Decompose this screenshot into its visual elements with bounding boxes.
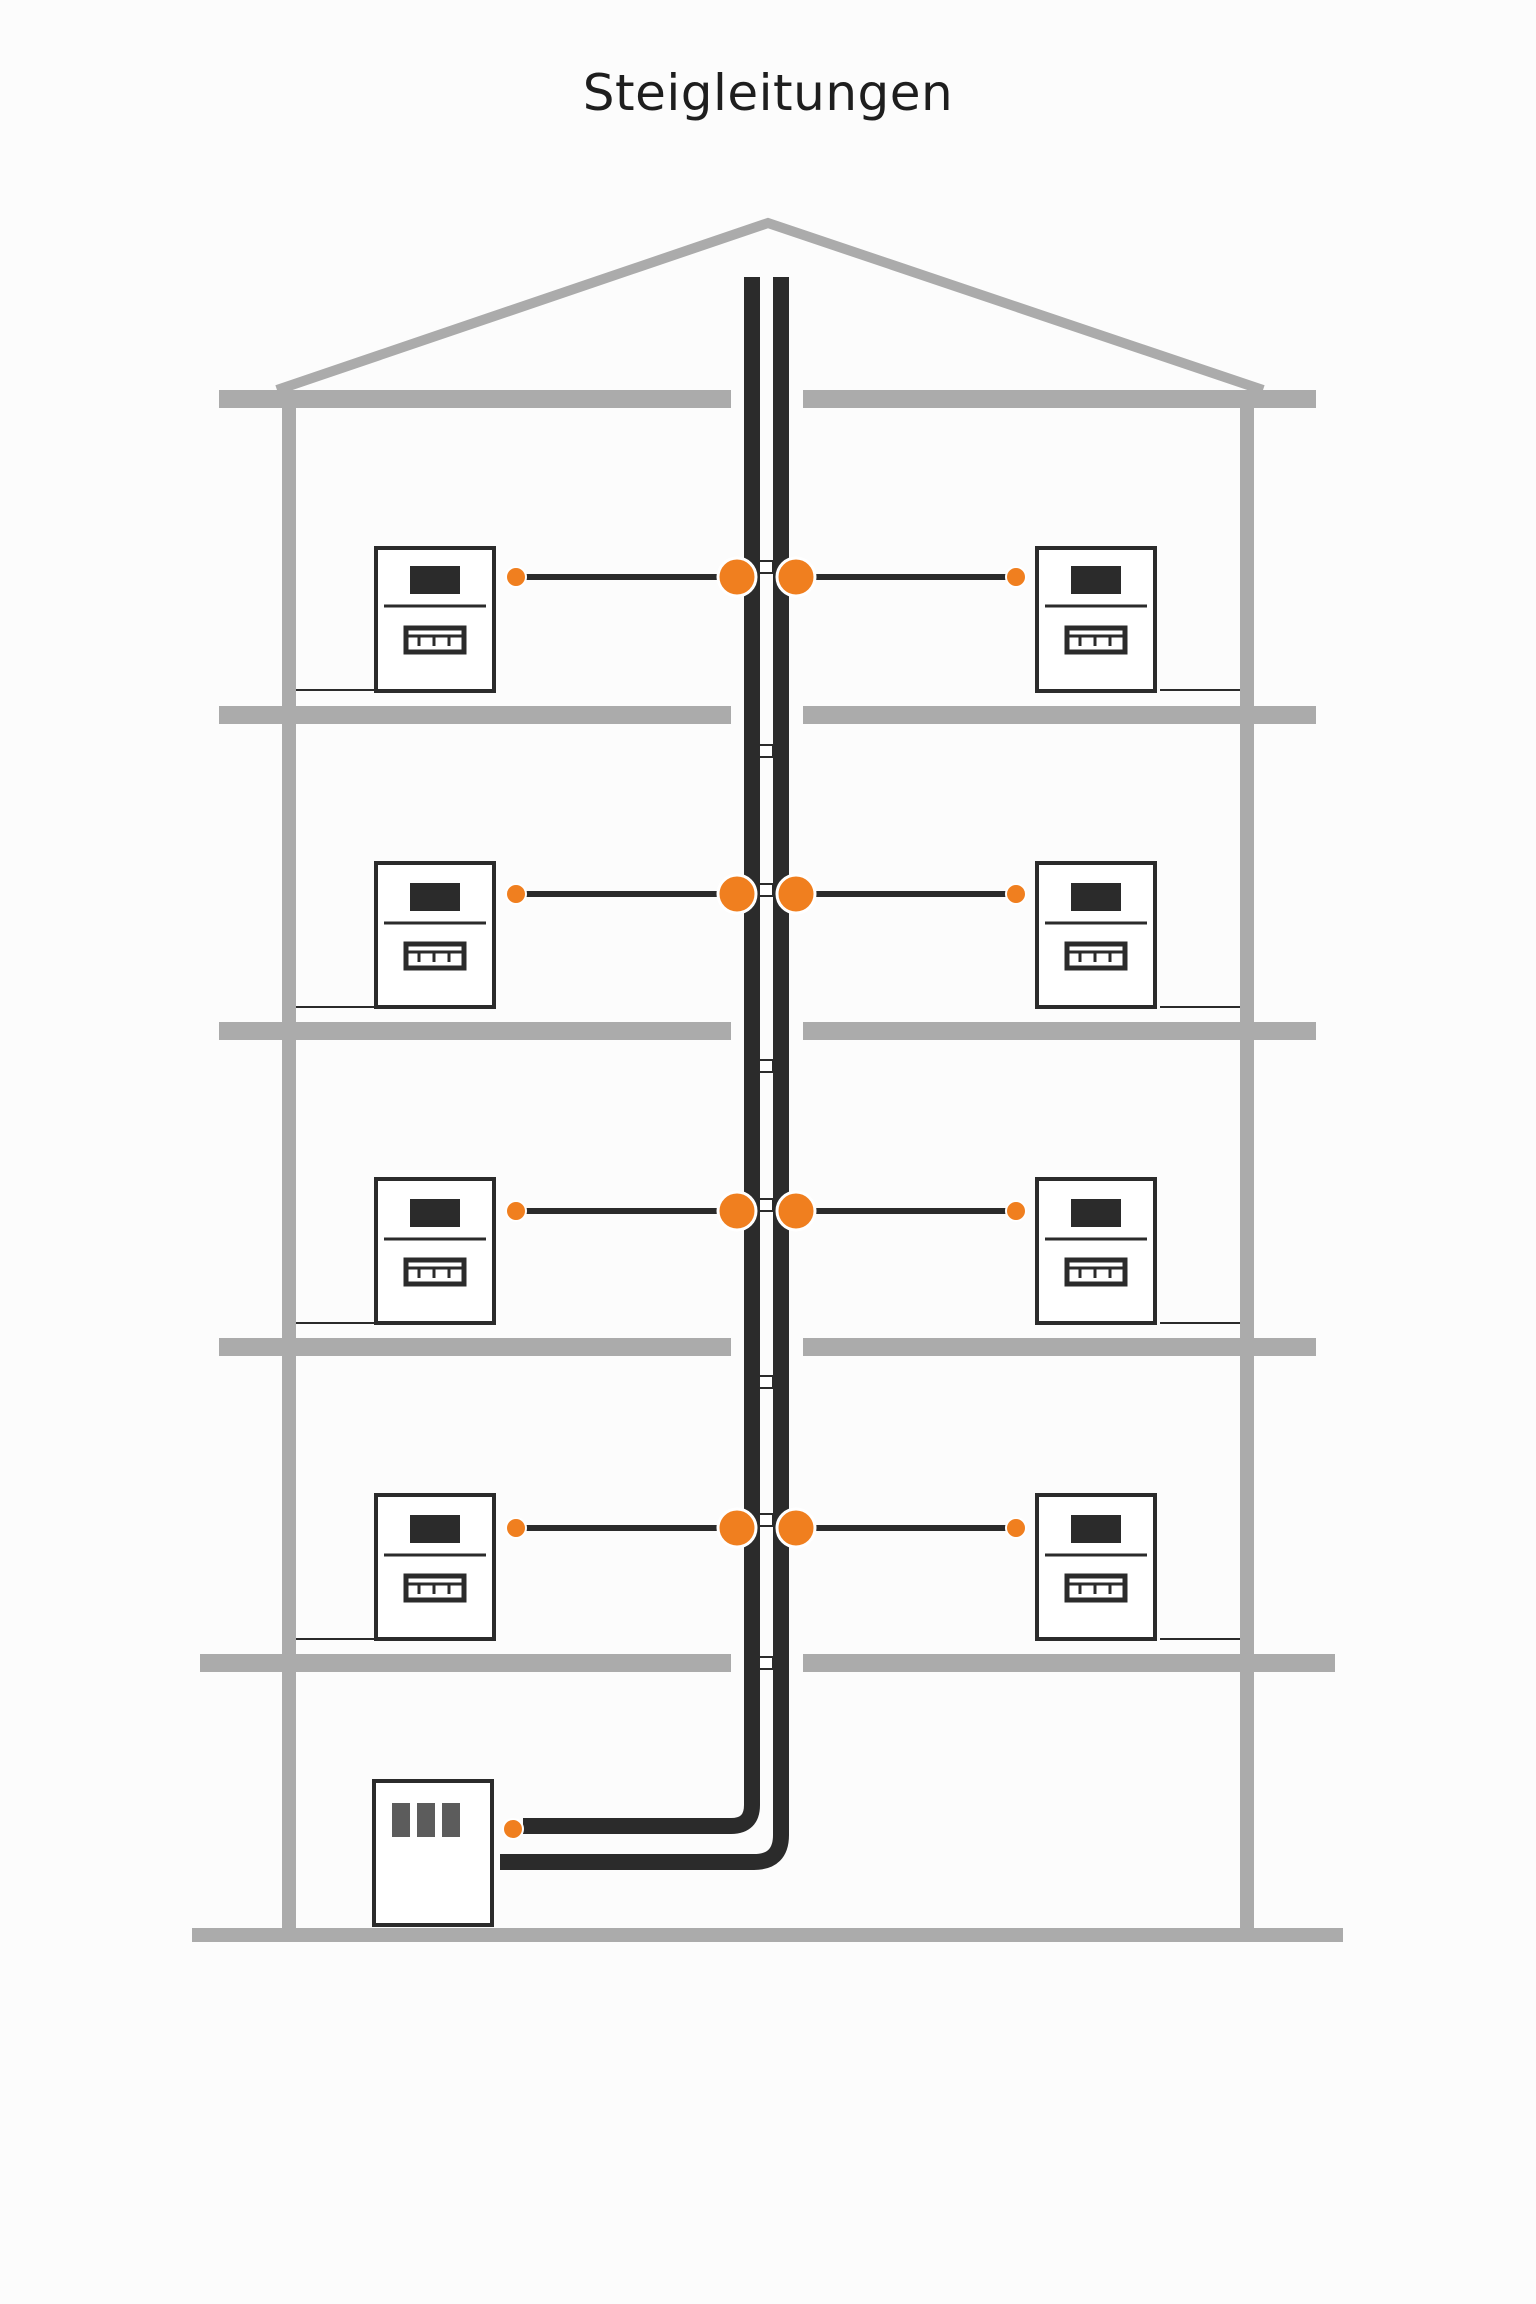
riser-junction-dot	[775, 1190, 817, 1232]
main-fuse	[417, 1803, 435, 1837]
roof	[275, 217, 1265, 395]
clamp	[758, 744, 774, 758]
riser-junction-dot	[716, 556, 758, 598]
fuse-rail	[403, 1573, 467, 1603]
main-fuse	[442, 1803, 460, 1837]
apartment-meter-left	[374, 1177, 496, 1325]
fuse-rail	[1064, 1257, 1128, 1287]
main-distribution-box	[372, 1779, 524, 1927]
left-wall	[282, 400, 296, 1935]
meter-display	[410, 1515, 460, 1543]
meter-connector-dot	[505, 566, 527, 588]
riser-junction-dot	[775, 873, 817, 915]
meter-display	[1071, 1199, 1121, 1227]
clamp	[758, 1198, 774, 1212]
riser-cable-right	[500, 277, 789, 1870]
slab-2-right	[803, 1022, 1316, 1040]
riser-junction-dot	[716, 1190, 758, 1232]
right-wall	[1240, 400, 1254, 1935]
slab-0-left	[200, 1654, 731, 1672]
clamp	[758, 1513, 774, 1527]
meter-display	[410, 1199, 460, 1227]
cable-clamps	[758, 560, 774, 1670]
meter-connector-dot	[505, 883, 527, 905]
clamp	[758, 1656, 774, 1670]
meter-connector-dot	[1005, 1517, 1027, 1539]
riser-junction-dot	[775, 1507, 817, 1549]
slab-1-left	[219, 1338, 731, 1356]
meter-display	[1071, 883, 1121, 911]
fuse-rail	[1064, 625, 1128, 655]
main-fuse	[392, 1803, 410, 1837]
meter-connector-dot	[1005, 883, 1027, 905]
slab-1-right	[803, 1338, 1316, 1356]
slab-3-left	[219, 706, 731, 724]
main-connector-dot	[502, 1818, 524, 1840]
meter-connector-dot	[505, 1200, 527, 1222]
meter-connector-dot	[505, 1517, 527, 1539]
apartment-meter-right	[1035, 546, 1157, 693]
clamp	[758, 1375, 774, 1389]
clamp	[758, 560, 774, 574]
apartment-meter-right	[1035, 861, 1157, 1009]
meter-display	[410, 566, 460, 594]
roof-slab-left	[219, 390, 731, 408]
slab-0-right	[803, 1654, 1335, 1672]
diagram-title: Steigleitungen	[582, 64, 954, 122]
riser-junction-dot	[716, 1507, 758, 1549]
riser-junction-dot	[775, 556, 817, 598]
apartment-meter-right	[1035, 1177, 1157, 1325]
meter-display	[410, 883, 460, 911]
riser-cables	[500, 277, 789, 1870]
floor-3	[296, 861, 1240, 1009]
apartment-meter-left	[374, 861, 496, 1009]
apartment-meter-left	[374, 1493, 496, 1641]
roof-slab-right	[803, 390, 1316, 408]
floor-slabs	[192, 390, 1343, 1942]
ground-slab	[192, 1928, 1343, 1942]
meter-display	[1071, 566, 1121, 594]
riser-cable-left	[523, 277, 760, 1834]
slab-3-right	[803, 706, 1316, 724]
meter-connector-dot	[1005, 566, 1027, 588]
clamp	[758, 883, 774, 897]
meter-display	[1071, 1515, 1121, 1543]
slab-2-left	[219, 1022, 731, 1040]
apartment-meter-right	[1035, 1493, 1157, 1641]
meter-connector-dot	[1005, 1200, 1027, 1222]
riser-junction-dot	[716, 873, 758, 915]
floor-1	[296, 1493, 1240, 1641]
apartment-meter-left	[374, 546, 496, 693]
floor-2	[296, 1177, 1240, 1325]
clamp	[758, 1059, 774, 1073]
floor-4	[296, 546, 1240, 693]
